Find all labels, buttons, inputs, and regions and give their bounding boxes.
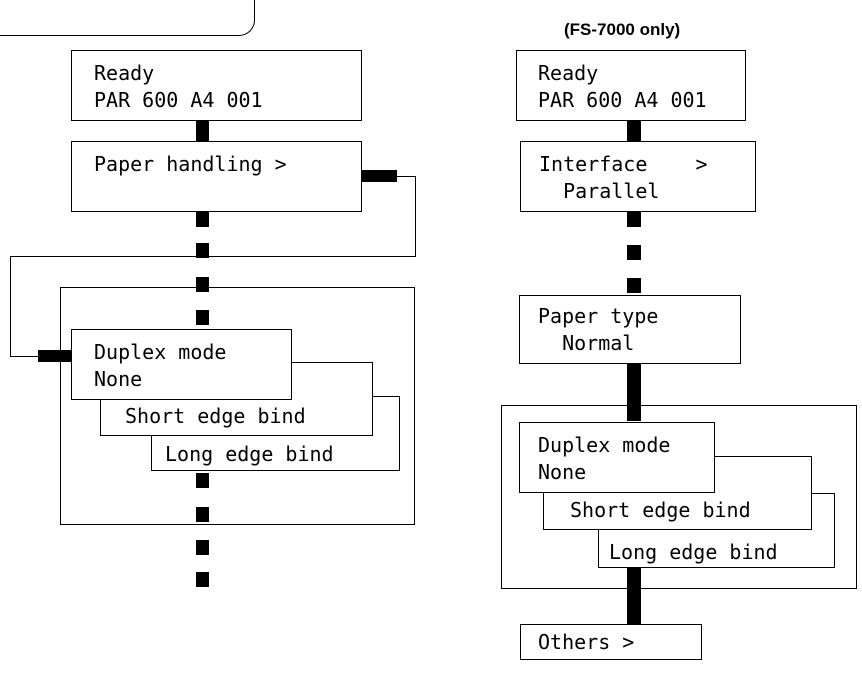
connector-segment — [627, 278, 641, 293]
loop-line — [415, 176, 416, 257]
lcd-line: Interface > — [539, 152, 708, 176]
lcd-others[interactable]: Others > — [520, 624, 702, 660]
connector-segment — [627, 568, 641, 624]
duplex-options-frame — [60, 287, 415, 525]
lcd-line: Normal — [538, 331, 635, 355]
connector-segment — [196, 212, 209, 227]
lcd-line: Ready — [538, 61, 599, 85]
connector-segment — [627, 121, 641, 141]
lcd-line: PAR 600 A4 001 — [538, 88, 707, 112]
lcd-duplex-mode[interactable]: Duplex mode None — [71, 329, 292, 400]
lcd-line: None — [538, 460, 587, 484]
lcd-duplex-mode[interactable]: Duplex mode None — [519, 422, 715, 493]
loop-line — [10, 256, 11, 356]
lcd-line: Ready — [94, 61, 155, 85]
connector-segment — [196, 310, 209, 325]
loop-connector-segment — [360, 170, 397, 182]
lcd-ready[interactable]: Ready PAR 600 A4 001 — [516, 50, 746, 121]
connector-segment — [627, 364, 641, 421]
lcd-line: PAR 600 A4 001 — [94, 88, 263, 112]
fs7000-caption: (FS-7000 only) — [564, 20, 681, 39]
lcd-line: Short edge bind — [570, 498, 751, 522]
lcd-paper-handling[interactable]: Paper handling > — [71, 141, 362, 212]
loop-line — [396, 176, 415, 177]
duplex-options-frame — [501, 405, 857, 589]
loop-line — [10, 256, 416, 257]
lcd-line: Duplex mode — [94, 340, 227, 364]
lcd-line: Short edge bind — [125, 404, 306, 428]
lcd-line: Parallel — [539, 179, 660, 203]
lcd-line: Others > — [538, 630, 635, 654]
connector-segment — [196, 572, 209, 587]
lcd-interface[interactable]: Interface > Parallel — [520, 141, 756, 212]
lcd-line: Paper handling > — [94, 152, 287, 176]
header-tab-outline — [0, 0, 255, 36]
connector-segment — [196, 277, 209, 292]
connector-segment — [627, 245, 641, 260]
lcd-line: Paper type — [538, 304, 659, 328]
connector-segment — [196, 243, 209, 258]
lcd-line: Long edge bind — [165, 442, 334, 466]
lcd-paper-type[interactable]: Paper type Normal — [519, 295, 741, 364]
connector-segment — [196, 473, 209, 488]
loop-connector-segment — [38, 350, 72, 362]
connector-segment — [196, 121, 209, 141]
lcd-line: Long edge bind — [609, 540, 778, 564]
lcd-ready[interactable]: Ready PAR 600 A4 001 — [71, 50, 362, 121]
connector-segment — [196, 507, 209, 522]
connector-segment — [196, 540, 209, 555]
connector-segment — [627, 212, 641, 227]
lcd-line: Duplex mode — [538, 433, 671, 457]
loop-line — [10, 356, 38, 357]
lcd-line: None — [94, 367, 143, 391]
